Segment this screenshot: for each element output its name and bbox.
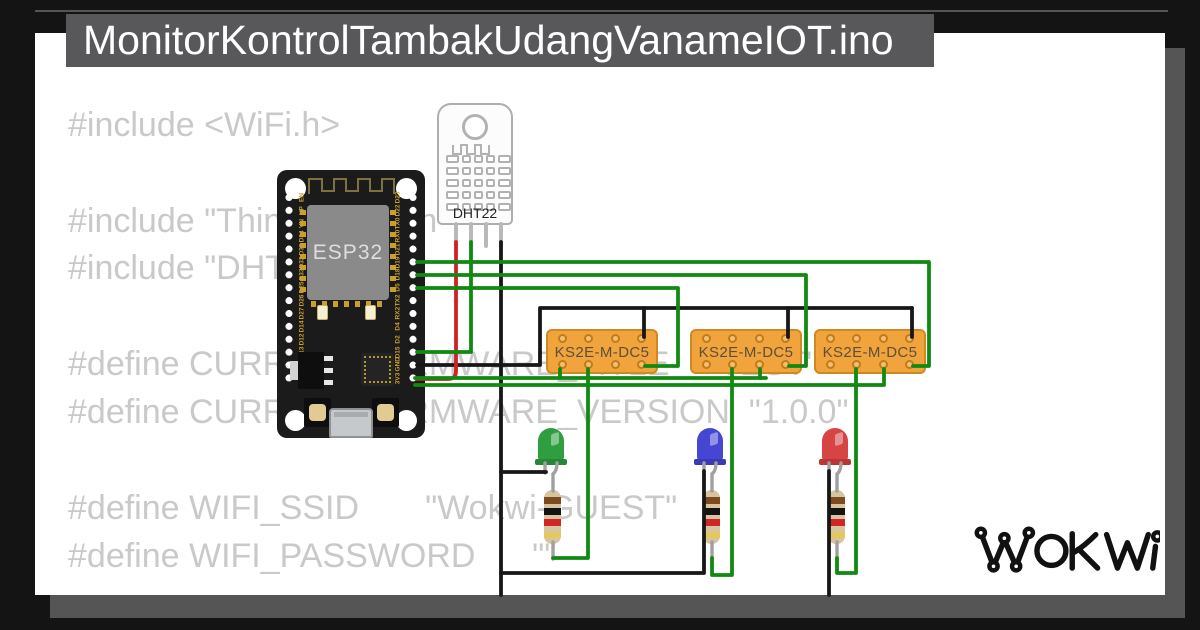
logo-letter-w2 [1103, 531, 1151, 571]
pin-label-right-12: D15 [394, 346, 402, 359]
chip-pins-bottom [311, 301, 387, 307]
regulator-leg [324, 380, 333, 385]
logo-letter-k-lower [1075, 546, 1101, 571]
relay-2-bottom-pins [702, 360, 790, 369]
en-button-cap [309, 404, 326, 421]
relay-1-top-pins [558, 334, 646, 343]
logo-node [1009, 559, 1023, 573]
relay-3-bottom-pins [826, 360, 914, 369]
pin-label-right-13: GND [394, 356, 402, 372]
pin-label-left-11: D12 [298, 333, 306, 346]
dht22-vents [446, 155, 511, 163]
voltage-regulator [290, 352, 333, 389]
dht22-vents [446, 167, 511, 175]
title-bar-filename: MonitorKontrolTambakUdangVanameIOT.ino [66, 14, 934, 67]
relay-1: KS2E-M-DC5 [546, 329, 658, 374]
board-led-user [365, 305, 376, 320]
dht22-vents [446, 203, 511, 211]
regulator-tab [290, 361, 298, 380]
logo-letter-o [1034, 533, 1069, 569]
relay-3-top-pins [826, 334, 914, 343]
led-green [535, 428, 567, 466]
code-line-define-ssid: #define WIFI_SSID "Wokwi-GUEST" [68, 489, 678, 527]
pin-holes-right [408, 191, 418, 387]
code-line-include-wifi: #include <WiFi.h> [68, 106, 341, 144]
esp32-chip-label: ESP32 [312, 241, 384, 264]
boot-button [372, 398, 399, 427]
chip-pins-right [390, 210, 396, 296]
frame-top-line [35, 10, 1168, 12]
mounting-hole [285, 410, 306, 431]
pin-label-right-14: 3V3 [394, 372, 402, 384]
relay-3: KS2E-M-DC5 [814, 329, 926, 374]
dht22-vents [446, 179, 511, 187]
wokwi-logo: WOKWI [974, 526, 1160, 573]
esp32-module-chip: ESP32 [307, 205, 389, 300]
regulator-leg [324, 356, 333, 361]
pin-label-right-9: RX2 [394, 306, 402, 320]
dht22-mount-hole [462, 114, 488, 140]
boot-button-cap [377, 404, 394, 421]
board-led-power [317, 305, 328, 320]
relay-2-top-pins [702, 334, 790, 343]
relay-2-label: KS2E-M-DC5 [698, 344, 794, 361]
logo-node [998, 531, 1011, 545]
usb-connector [329, 408, 373, 438]
code-line-define-version: #define CURRENT_FIRMWARE_VERSION "1.0.0" [68, 393, 849, 431]
logo-node-i-dot [1150, 530, 1160, 543]
logo-node [1022, 526, 1036, 540]
dht22-label: DHT22 [452, 205, 498, 221]
relay-3-label: KS2E-M-DC5 [822, 344, 918, 361]
logo-node [974, 526, 988, 540]
dht22-vents [446, 191, 511, 199]
relay-2: KS2E-M-DC5 [690, 329, 802, 374]
resistor-green-led [544, 490, 561, 544]
dht22-crown [452, 144, 490, 155]
led-blue-flange [694, 459, 726, 465]
pin-label-right-11: D2 [394, 335, 402, 344]
regulator-leg [324, 368, 333, 373]
en-button [304, 398, 331, 427]
chip-pins-left [300, 210, 306, 296]
flash-chip [361, 353, 394, 386]
resistor-red-led [828, 490, 845, 544]
logo-letter-i [1150, 543, 1159, 571]
resistor-blue-led [703, 490, 720, 544]
mounting-hole [396, 410, 417, 431]
led-red-flange [819, 459, 851, 465]
relay-1-label: KS2E-M-DC5 [554, 344, 650, 361]
code-line-define-password: #define WIFI_PASSWORD "" [68, 537, 557, 575]
pin-label-right-8: TX2 [394, 294, 402, 307]
pin-label-left-10: D14 [298, 320, 306, 333]
pin-label-left-9: D27 [298, 307, 306, 320]
pin-label-left-0: EN [298, 192, 306, 202]
led-red [819, 428, 851, 466]
pin-holes-left [284, 191, 294, 387]
led-blue [694, 428, 726, 466]
pin-label-right-0: D23 [394, 191, 402, 204]
logo-node [987, 559, 1000, 573]
esp32-antenna [308, 178, 395, 194]
esp32-board: ENVPVND34D35D32D33D25D26D27D14D12D13GNDV… [277, 170, 425, 438]
dht22-sensor: DHT22 [437, 103, 513, 225]
relay-1-bottom-pins [558, 360, 646, 369]
led-green-flange [535, 459, 567, 465]
pin-label-right-10: D4 [394, 322, 402, 331]
